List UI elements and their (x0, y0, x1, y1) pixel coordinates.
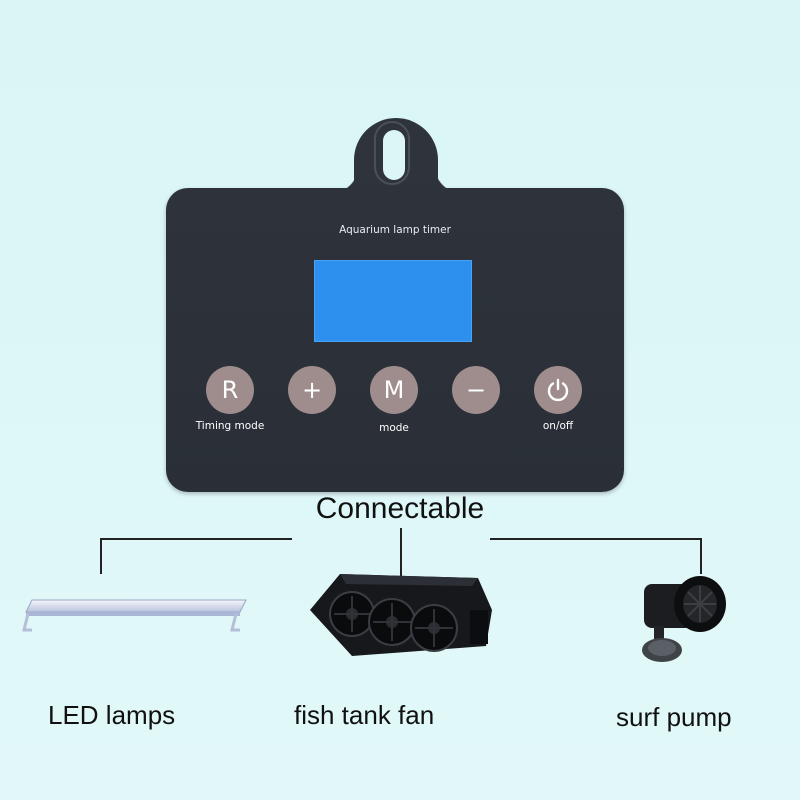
timer-body: Aquarium lamp timer R Timing mode + M mo… (166, 188, 624, 492)
fish-tank-fan-label: fish tank fan (294, 700, 435, 730)
reset-button-glyph: R (221, 376, 239, 404)
minus-button[interactable]: − (452, 366, 500, 414)
power-button[interactable] (534, 366, 582, 414)
on-off-label: on/off (542, 420, 574, 432)
connector-drop-left (100, 538, 102, 574)
mode-button-glyph: M (383, 376, 405, 404)
reset-button[interactable]: R (206, 366, 254, 414)
fan-icon (310, 574, 492, 656)
connector-drop-center (400, 528, 402, 586)
connector-drop-right (700, 538, 702, 574)
led-lamps-label: LED lamps (48, 700, 176, 730)
plus-icon: + (301, 376, 323, 404)
device-title: Aquarium lamp timer (339, 224, 451, 236)
connectable-title: Connectable (315, 492, 485, 525)
timing-mode-label: Timing mode (195, 420, 265, 432)
mode-button[interactable]: M (370, 366, 418, 414)
led-lamp-icon (22, 599, 247, 632)
plus-button[interactable]: + (288, 366, 336, 414)
surf-pump-label: surf pump (616, 702, 732, 732)
wave-pump-icon (642, 576, 726, 662)
hanging-hole-ring (374, 121, 410, 185)
mode-label: mode (379, 422, 409, 434)
lcd-screen (314, 260, 472, 342)
power-icon (547, 378, 569, 402)
hanging-hole (383, 130, 405, 180)
connector-line-right (490, 538, 702, 540)
connector-line-left (100, 538, 292, 540)
minus-icon: − (465, 376, 487, 404)
